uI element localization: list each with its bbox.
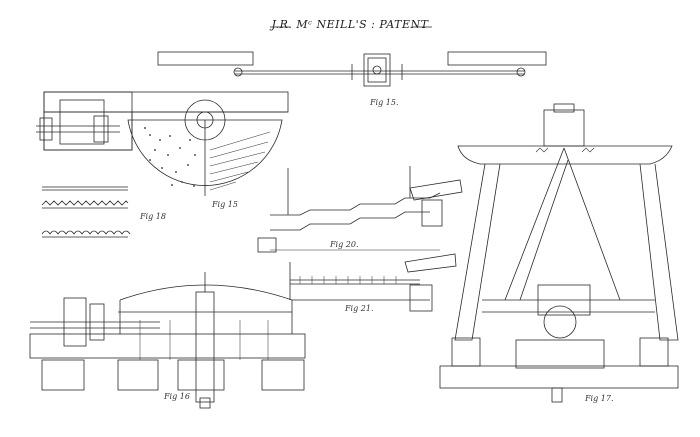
fig21-label: Fig 21. (345, 304, 374, 313)
fig18-label: Fig 18 (140, 212, 166, 221)
fig19-drawing (157, 51, 547, 87)
fig17-drawing (439, 103, 679, 403)
fig20-label: Fig 20. (330, 240, 359, 249)
fig15-label: Fig 15 (212, 200, 238, 209)
fig20-drawing (257, 166, 463, 253)
fig18-drawing (41, 186, 131, 238)
fig19-label: Fig 15. (370, 98, 399, 107)
fig21-drawing (289, 253, 457, 312)
fig17-label: Fig 17. (585, 394, 614, 403)
fig15-drawing (36, 91, 289, 196)
fig16-drawing (29, 272, 306, 409)
patent-title: J.R. Mᶜ NEILL'S : PATENT (271, 18, 429, 31)
fig16-label: Fig 16 (164, 392, 190, 401)
